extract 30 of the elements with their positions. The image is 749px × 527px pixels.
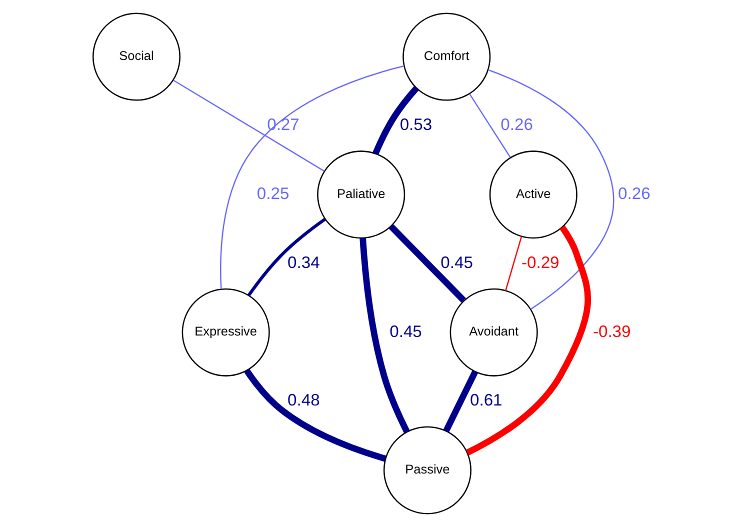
edge-label: -0.29: [522, 252, 560, 272]
edge-label: 0.34: [288, 252, 320, 272]
edge-label: 0.45: [440, 252, 473, 272]
node-circle: Paliative: [317, 150, 406, 239]
connector: [247, 218, 326, 296]
connector: [372, 86, 419, 155]
node-circle: Avoidant: [450, 288, 538, 376]
edge-label: 0.48: [288, 390, 320, 410]
connector: [469, 94, 511, 158]
connector: [443, 370, 478, 432]
connector: [173, 80, 325, 172]
connector: [388, 224, 466, 303]
connector: [466, 225, 591, 456]
connector: [244, 368, 386, 462]
node-circle: Expressive: [182, 288, 270, 376]
edge-label: 0.26: [500, 115, 533, 134]
edge-label: 0.45: [390, 322, 422, 341]
edge-label: 0.25: [256, 184, 290, 203]
edge-label: 0.26: [618, 184, 650, 203]
edge-label: 0.53: [400, 115, 432, 134]
node-circle: Active: [489, 150, 578, 239]
connector: [360, 238, 410, 434]
node-circle: Passive: [383, 426, 472, 514]
node-circle: Social: [92, 12, 181, 101]
edge-label: -0.39: [592, 322, 631, 341]
connector: [505, 236, 522, 291]
connector: [488, 69, 614, 310]
edge-label: 0.61: [470, 390, 502, 410]
node-circle: Comfort: [402, 12, 491, 101]
connector: [220, 65, 404, 290]
